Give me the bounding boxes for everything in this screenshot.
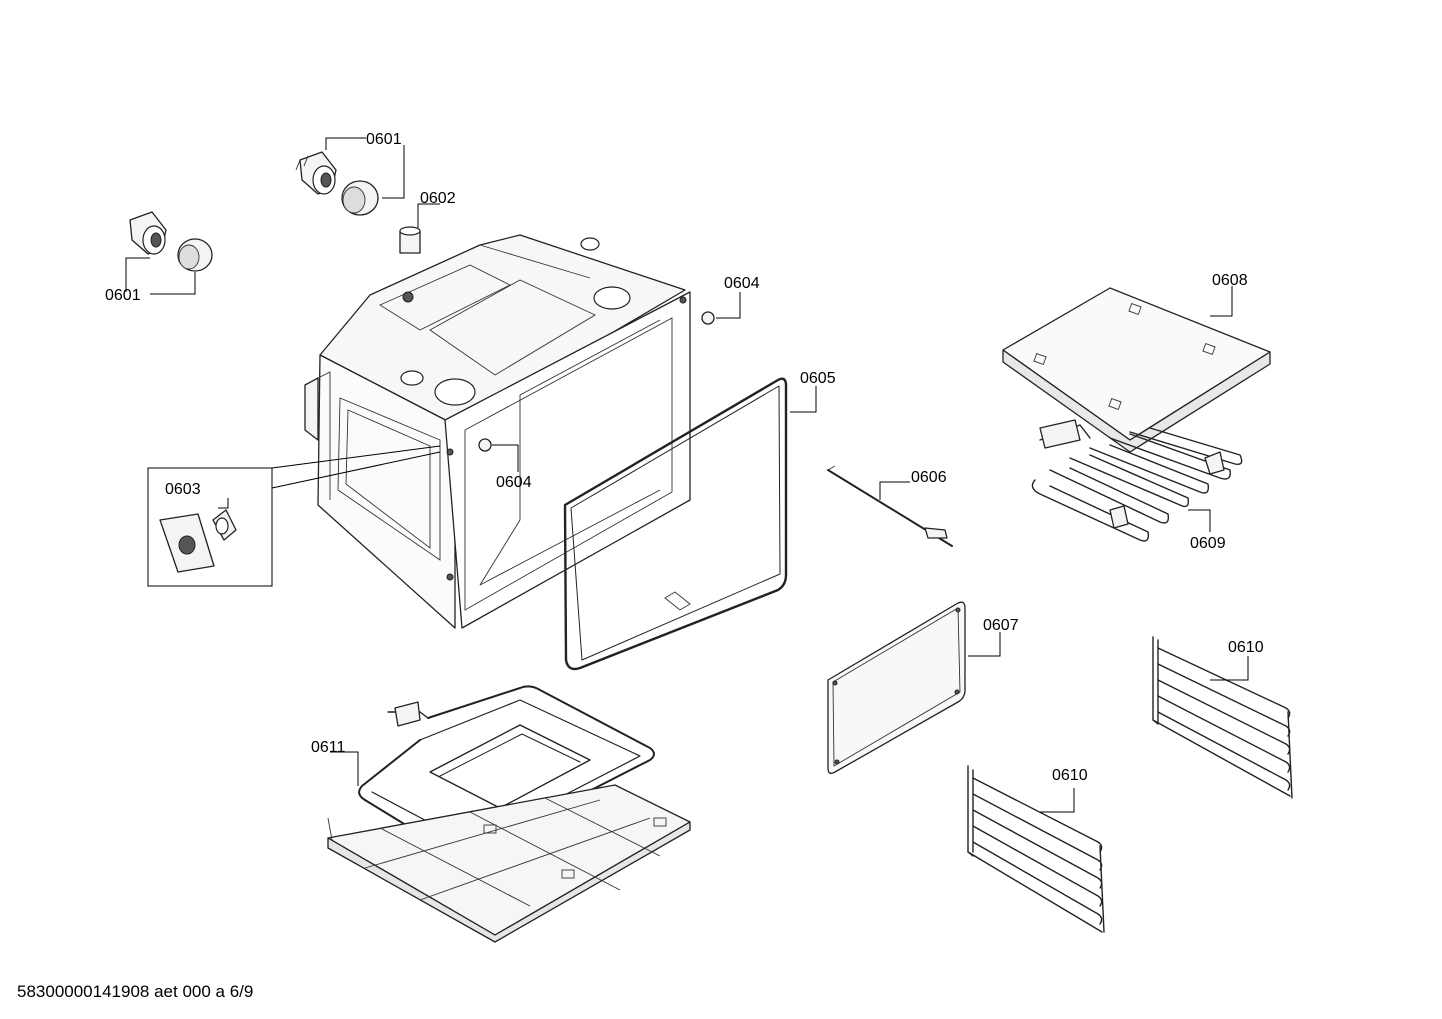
lamp-holder-upper [295,151,337,195]
inset-box-0603 [147,445,441,587]
label-0609: 0609 [1190,535,1226,552]
vent-pipe [399,226,421,254]
label-0604-front: 0604 [496,474,532,491]
oven-floor-frame [327,784,691,943]
lamp-cover-upper [341,180,379,216]
lamp-holder-lower [129,211,167,255]
top-heater-element [1031,419,1243,542]
lamp-cover-lower [177,238,213,272]
label-0610-right: 0610 [1228,639,1264,656]
label-0602: 0602 [420,190,456,207]
top-cover-plate [1002,287,1271,453]
label-0611: 0611 [311,739,346,756]
label-0607: 0607 [983,617,1019,634]
oven-cavity [304,234,691,629]
shelf-rail-left [967,765,1105,933]
fastener-0604-top [701,311,715,325]
back-panel [827,601,966,774]
fastener-0604-front [478,438,492,452]
label-0603: 0603 [165,481,201,498]
label-0610-left: 0610 [1052,767,1088,784]
label-0605: 0605 [800,370,836,387]
label-0608: 0608 [1212,272,1248,289]
label-0601-upper: 0601 [366,131,402,148]
drawing-number-footer: 58300000141908 aet 000 a 6/9 [17,982,253,1001]
door-seal [563,377,788,671]
label-0606: 0606 [911,469,947,486]
shelf-rail-right [1152,636,1293,799]
label-0604-top: 0604 [724,275,760,292]
label-0601-lower: 0601 [105,287,141,304]
temperature-sensor [827,465,953,547]
